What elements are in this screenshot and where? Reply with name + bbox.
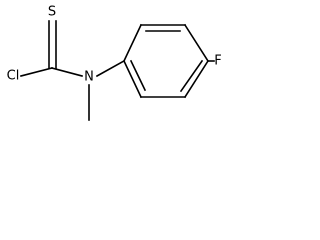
atom-label-sulfur: S (48, 5, 56, 20)
ring-inner-bond-2 (129, 59, 147, 92)
molecule-diagram: S Cl N F (7, 5, 222, 121)
ring-bond-1 (122, 23, 143, 63)
bond-c-n (51, 67, 83, 77)
ring-inner-bond-3 (179, 59, 204, 93)
ring-bond-4 (183, 59, 210, 99)
bond-c-cl (20, 67, 53, 77)
bond-n-aryl (95, 59, 126, 78)
ring-bond-3 (183, 23, 210, 63)
ring-bond-6 (122, 59, 143, 99)
atom-label-chlorine: Cl (7, 69, 20, 84)
atom-label-fluorine: F (214, 54, 221, 69)
atom-label-nitrogen: N (84, 70, 94, 85)
